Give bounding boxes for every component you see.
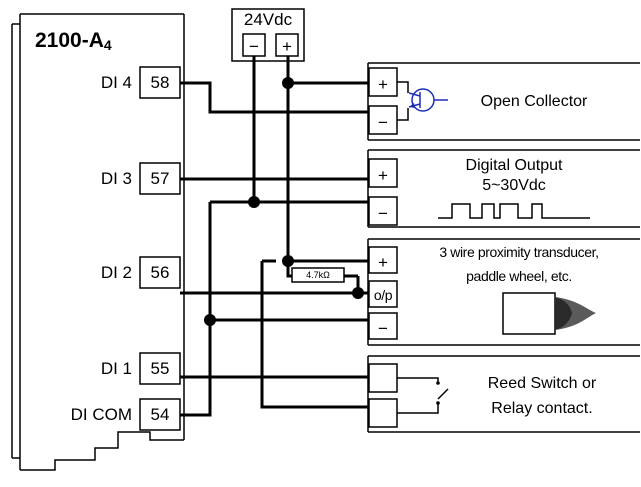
wire-di4	[180, 81, 369, 114]
do-plus-sign: +	[378, 166, 388, 185]
oc-plus-sign: +	[378, 75, 388, 94]
junction-dot	[204, 314, 216, 326]
terminal-number: 55	[151, 359, 170, 378]
controller-outline	[11, 13, 185, 471]
terminal-di3: DI 3 57	[101, 162, 181, 195]
junction-dot	[352, 287, 364, 299]
proximity-sensor-icon	[502, 292, 596, 335]
prox-plus-sign: +	[378, 253, 388, 272]
oc-label: Open Collector	[481, 93, 588, 110]
device-reed-switch: Reed Switch or Relay contact.	[367, 355, 640, 433]
wire-reed-lower	[260, 261, 369, 409]
transistor-icon	[397, 81, 448, 121]
junction-dots	[204, 77, 364, 326]
terminal-box	[139, 162, 181, 195]
terminal-di2: DI 2 56	[101, 256, 181, 289]
do-plus-box	[368, 158, 398, 188]
do-label-line1: Digital Output	[466, 157, 563, 174]
prox-label-line1: 3 wire proximity transducer,	[439, 244, 598, 260]
terminal-di-com: DI COM 54	[71, 398, 181, 431]
terminal-label: DI COM	[71, 405, 132, 424]
power-plus-sign: +	[282, 37, 292, 56]
pulse-train-icon	[438, 203, 590, 219]
power-supply: 24Vdc − +	[231, 8, 305, 62]
terminal-number: 56	[151, 263, 170, 282]
terminal-label: DI 2	[101, 263, 132, 282]
resistor-label: 4.7kΩ	[306, 270, 330, 280]
prox-label-line2: paddle wheel, etc.	[466, 268, 572, 284]
reed-upper-box	[368, 363, 398, 393]
reed-label-line2: Relay contact.	[491, 400, 592, 417]
device-proximity: + o/p − 3 wire proximity transducer, pad…	[367, 238, 640, 346]
terminal-box	[139, 352, 181, 385]
prox-plus-box	[368, 246, 398, 274]
terminal-label: DI 4	[101, 73, 132, 92]
terminal-di4: DI 4 58	[101, 66, 181, 99]
prox-op-label: o/p	[374, 287, 393, 303]
do-label-line2: 5~30Vdc	[482, 177, 546, 194]
power-supply-label: 24Vdc	[244, 10, 293, 29]
terminal-label: DI 1	[101, 359, 132, 378]
device-digital-output: + − Digital Output 5~30Vdc	[367, 149, 640, 228]
terminal-box	[139, 398, 181, 431]
reed-lower-box	[368, 398, 398, 428]
junction-dot	[282, 77, 294, 89]
power-minus-sign: −	[249, 37, 259, 56]
resistor: 4.7kΩ	[291, 267, 358, 283]
terminal-label: DI 3	[101, 169, 132, 188]
terminal-number: 58	[151, 73, 170, 92]
reed-contact-icon	[397, 377, 449, 414]
device-open-collector: + − Open Collector	[367, 62, 640, 141]
terminal-box	[139, 256, 181, 289]
terminal-number: 57	[151, 169, 170, 188]
reed-label-line1: Reed Switch or	[488, 375, 597, 392]
junction-dot	[282, 255, 294, 267]
junction-dot	[248, 196, 260, 208]
controller-title: 2100-A4	[35, 29, 112, 53]
do-minus-sign: −	[378, 204, 388, 223]
do-minus-box	[368, 196, 398, 226]
oc-minus-sign: −	[378, 113, 388, 132]
terminal-box	[139, 66, 181, 99]
prox-minus-sign: −	[378, 319, 388, 338]
wire-com-bus	[180, 202, 212, 417]
terminal-number: 54	[151, 405, 170, 424]
terminal-di1: DI 1 55	[101, 352, 181, 385]
prox-minus-box	[368, 312, 398, 340]
wiring	[180, 56, 369, 417]
